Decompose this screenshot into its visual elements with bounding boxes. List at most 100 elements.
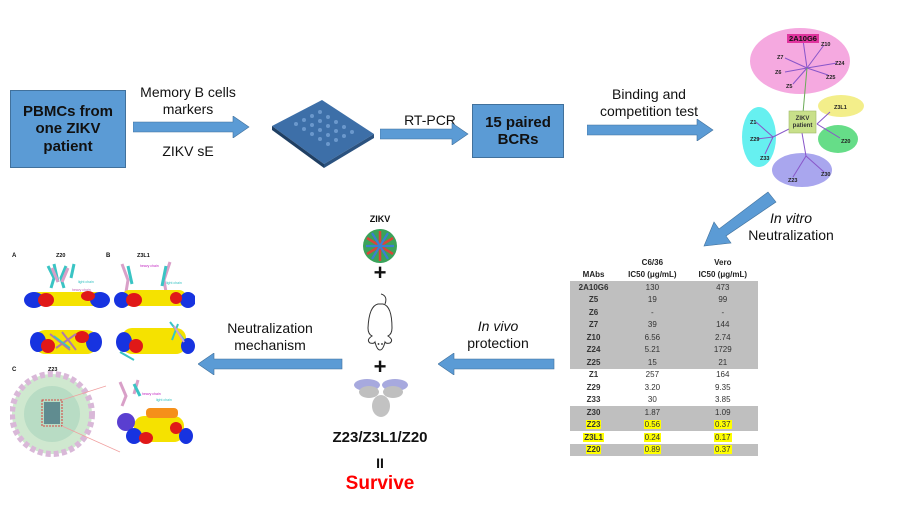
ic50-table-container: C6/36 Vero MAbs IC50 (μg/mL) IC50 (μg/mL… <box>570 256 758 456</box>
mab-cell-text: Z25 <box>586 357 601 367</box>
c636-cell-text: 0.56 <box>643 420 662 430</box>
arrow4-label: In vitro Neutralization <box>732 210 850 244</box>
node-z10: Z10 <box>821 42 830 48</box>
patient-label-1: ZIKV <box>796 116 810 122</box>
node-z30: Z30 <box>821 172 830 178</box>
c636-cell-text: 6.56 <box>644 332 661 342</box>
zikv-virus-icon <box>363 229 397 263</box>
table-header-vero-ic50: IC50 (μg/mL) <box>698 270 747 280</box>
arrow-right-3 <box>587 119 714 141</box>
mab-cell-text: Z1 <box>588 370 599 380</box>
purple-cluster <box>772 153 832 187</box>
panel-c-complex <box>117 379 193 444</box>
vero-cell-text: 9.35 <box>714 382 731 392</box>
table-row: Z25 15 21 <box>570 356 758 369</box>
highlight-2a10g6-bg <box>787 34 819 43</box>
arrow4-label-italic: In vitro <box>769 210 812 226</box>
panel-b-light-chain-label: light chain <box>166 281 182 285</box>
node-z24: Z24 <box>835 61 845 67</box>
panel-b-title: Z3L1 <box>137 253 150 259</box>
pink-cluster <box>750 28 850 94</box>
green-cluster <box>818 125 858 153</box>
node-z5: Z5 <box>786 84 792 90</box>
c636-cell-text: 0.24 <box>643 432 662 442</box>
plus-sign-1: + <box>373 260 387 285</box>
arrow-right-1 <box>133 116 250 138</box>
arrow5-label-text: protection <box>467 334 529 351</box>
mab-cell: Z3L1 <box>570 431 617 444</box>
vero-cell-text: 3.85 <box>714 395 731 405</box>
well-plate-image <box>272 100 374 168</box>
arrow5-label: In vivo protection <box>458 318 538 352</box>
mab-cell: Z29 <box>570 381 617 394</box>
mab-cell: Z25 <box>570 356 618 369</box>
table-row: Z20 0.89 0.37 <box>570 443 758 456</box>
panel-a-bottom <box>30 330 102 354</box>
c636-cell-text: 39 <box>647 320 657 330</box>
vero-cell-text: 0.17 <box>713 432 732 442</box>
ic50-table: C6/36 Vero MAbs IC50 (μg/mL) IC50 (μg/mL… <box>570 256 758 456</box>
vero-cell-text: 0.37 <box>713 420 732 430</box>
vero-cell: 1.09 <box>687 406 758 419</box>
vero-cell-text: 144 <box>716 320 730 330</box>
c636-cell: 0.89 <box>617 443 688 456</box>
c636-cell: 257 <box>617 369 687 382</box>
vero-cell-text: 21 <box>718 357 728 367</box>
mab-cell-text: Z30 <box>586 407 601 417</box>
vero-cell: 21 <box>687 356 758 369</box>
vero-cell: 164 <box>688 369 758 382</box>
structure-figure: A Z20 B Z3L1 C Z23 <box>10 252 195 457</box>
c636-cell-text: 257 <box>645 370 660 380</box>
mouse-icon <box>367 293 393 351</box>
c636-cell: 30 <box>617 394 687 407</box>
yellow-cluster <box>818 95 864 117</box>
c636-cell-text: 130 <box>645 282 660 292</box>
vero-cell: 144 <box>687 318 758 331</box>
arrow2-label: RT-PCR <box>404 112 456 128</box>
plus-sign-2: + <box>373 354 387 379</box>
vero-cell-text: 0.37 <box>713 445 732 455</box>
c636-cell-text: - <box>651 307 654 317</box>
node-2a10g6: 2A10G6 <box>789 34 817 43</box>
c636-cell: - <box>617 306 688 319</box>
cyan-cluster <box>742 107 776 167</box>
arrow-diagonal <box>703 191 777 247</box>
table-header-top-c636: C6/36 <box>641 257 664 267</box>
c636-cell-text: 0.89 <box>643 445 662 455</box>
vero-cell-text: - <box>721 307 725 317</box>
structure-drawings <box>10 261 195 457</box>
table-header-c636-ic50: IC50 (μg/mL) <box>628 270 677 280</box>
mab-cell-text: Z10 <box>586 332 601 342</box>
mab-cell: 2A10G6 <box>570 281 618 294</box>
panel-b-bottom <box>116 321 195 361</box>
node-z23: Z23 <box>788 178 797 184</box>
c636-cell: 15 <box>617 356 688 369</box>
zikv-patient-node <box>788 110 817 134</box>
patient-label-2: patient <box>793 123 813 129</box>
table-row: Z3L1 0.24 0.17 <box>570 431 758 444</box>
mab-cell-text: Z29 <box>586 382 601 392</box>
mab-cell: Z1 <box>570 369 617 382</box>
panel-a-label: A <box>12 253 17 259</box>
arrow1-top-label: Memory B cells markers <box>140 84 236 117</box>
node-z29: Z29 <box>750 137 759 143</box>
c636-cell-text: 1.87 <box>644 407 661 417</box>
mab-cell: Z30 <box>570 406 618 419</box>
c636-cell-text: 15 <box>647 357 657 367</box>
mab-cell-text: Z6 <box>588 307 599 317</box>
mab-cell-text: Z20 <box>585 445 602 455</box>
c636-cell: 5.21 <box>617 343 688 356</box>
node-z25: Z25 <box>826 75 835 81</box>
pbmc-box-label: PBMCs from one ZIKV patient <box>22 103 113 155</box>
mab-cell-text: Z24 <box>586 345 601 355</box>
panel-c-virion <box>10 371 121 457</box>
antibody-names: Z23/Z3L1/Z20 <box>332 429 428 446</box>
panel-c-light-chain-label: light chain <box>156 398 172 402</box>
mab-cell: Z6 <box>570 306 618 319</box>
table-header-mabs: MAbs <box>582 270 605 280</box>
